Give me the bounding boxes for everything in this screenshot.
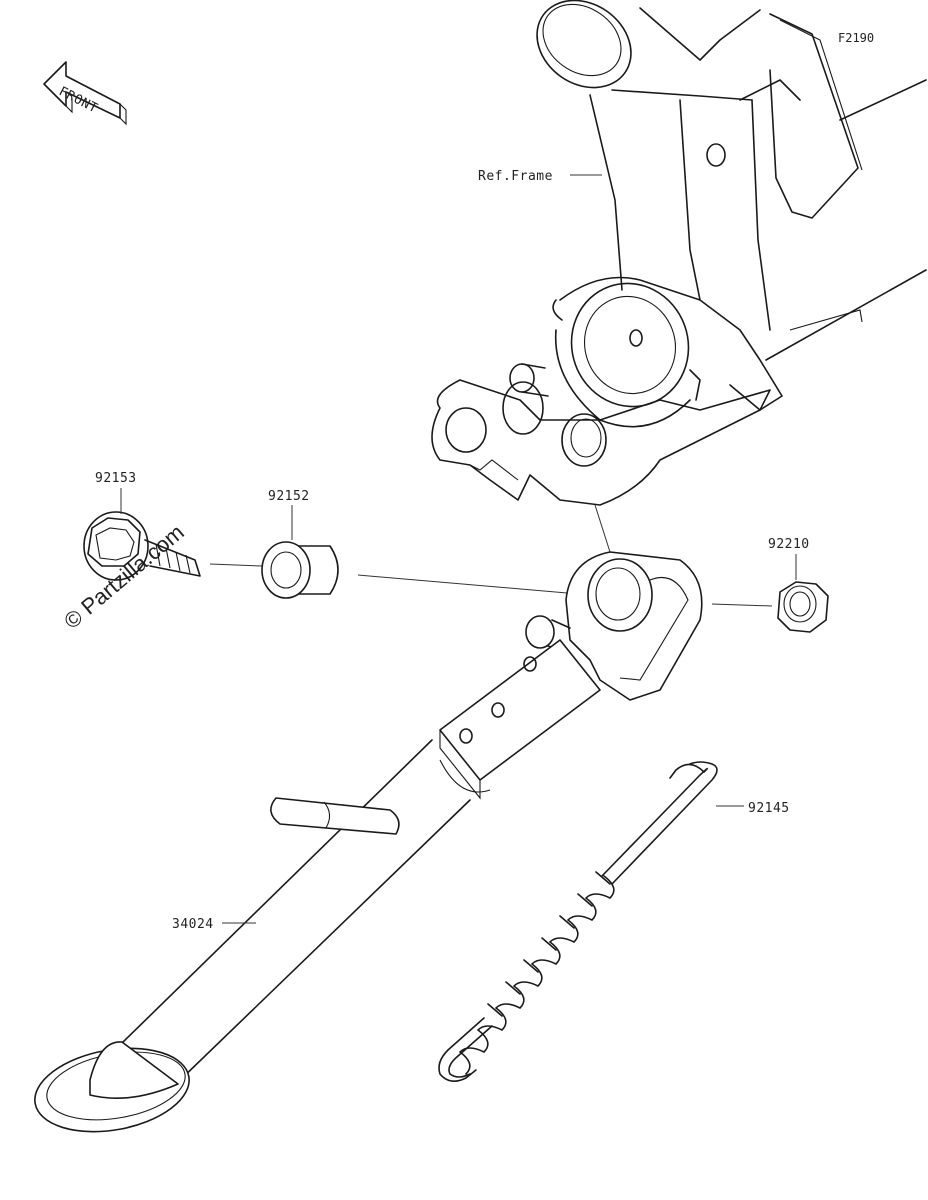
leader-nut-pivot — [711, 603, 773, 607]
label-92210: 92210 — [768, 537, 810, 552]
label-92145: 92145 — [748, 801, 790, 816]
leader-bolt-collar — [209, 563, 263, 567]
collar — [261, 541, 339, 599]
leader-collar-pivot — [357, 574, 591, 596]
figure-code: F2190 — [838, 31, 874, 45]
front-label: FRONT — [56, 84, 100, 116]
label-34024: 34024 — [172, 917, 214, 932]
side-stand — [34, 551, 703, 1133]
leader-pivot — [594, 504, 611, 553]
label-92152: 92152 — [268, 489, 310, 504]
label-ref-frame: Ref.Frame — [478, 169, 553, 184]
frame-assembly — [431, 0, 927, 506]
flange-bolt — [83, 511, 201, 581]
return-spring — [438, 761, 718, 1082]
label-92153: 92153 — [95, 471, 137, 486]
hex-nut — [777, 581, 829, 633]
front-arrow-icon: FRONT — [43, 61, 127, 126]
